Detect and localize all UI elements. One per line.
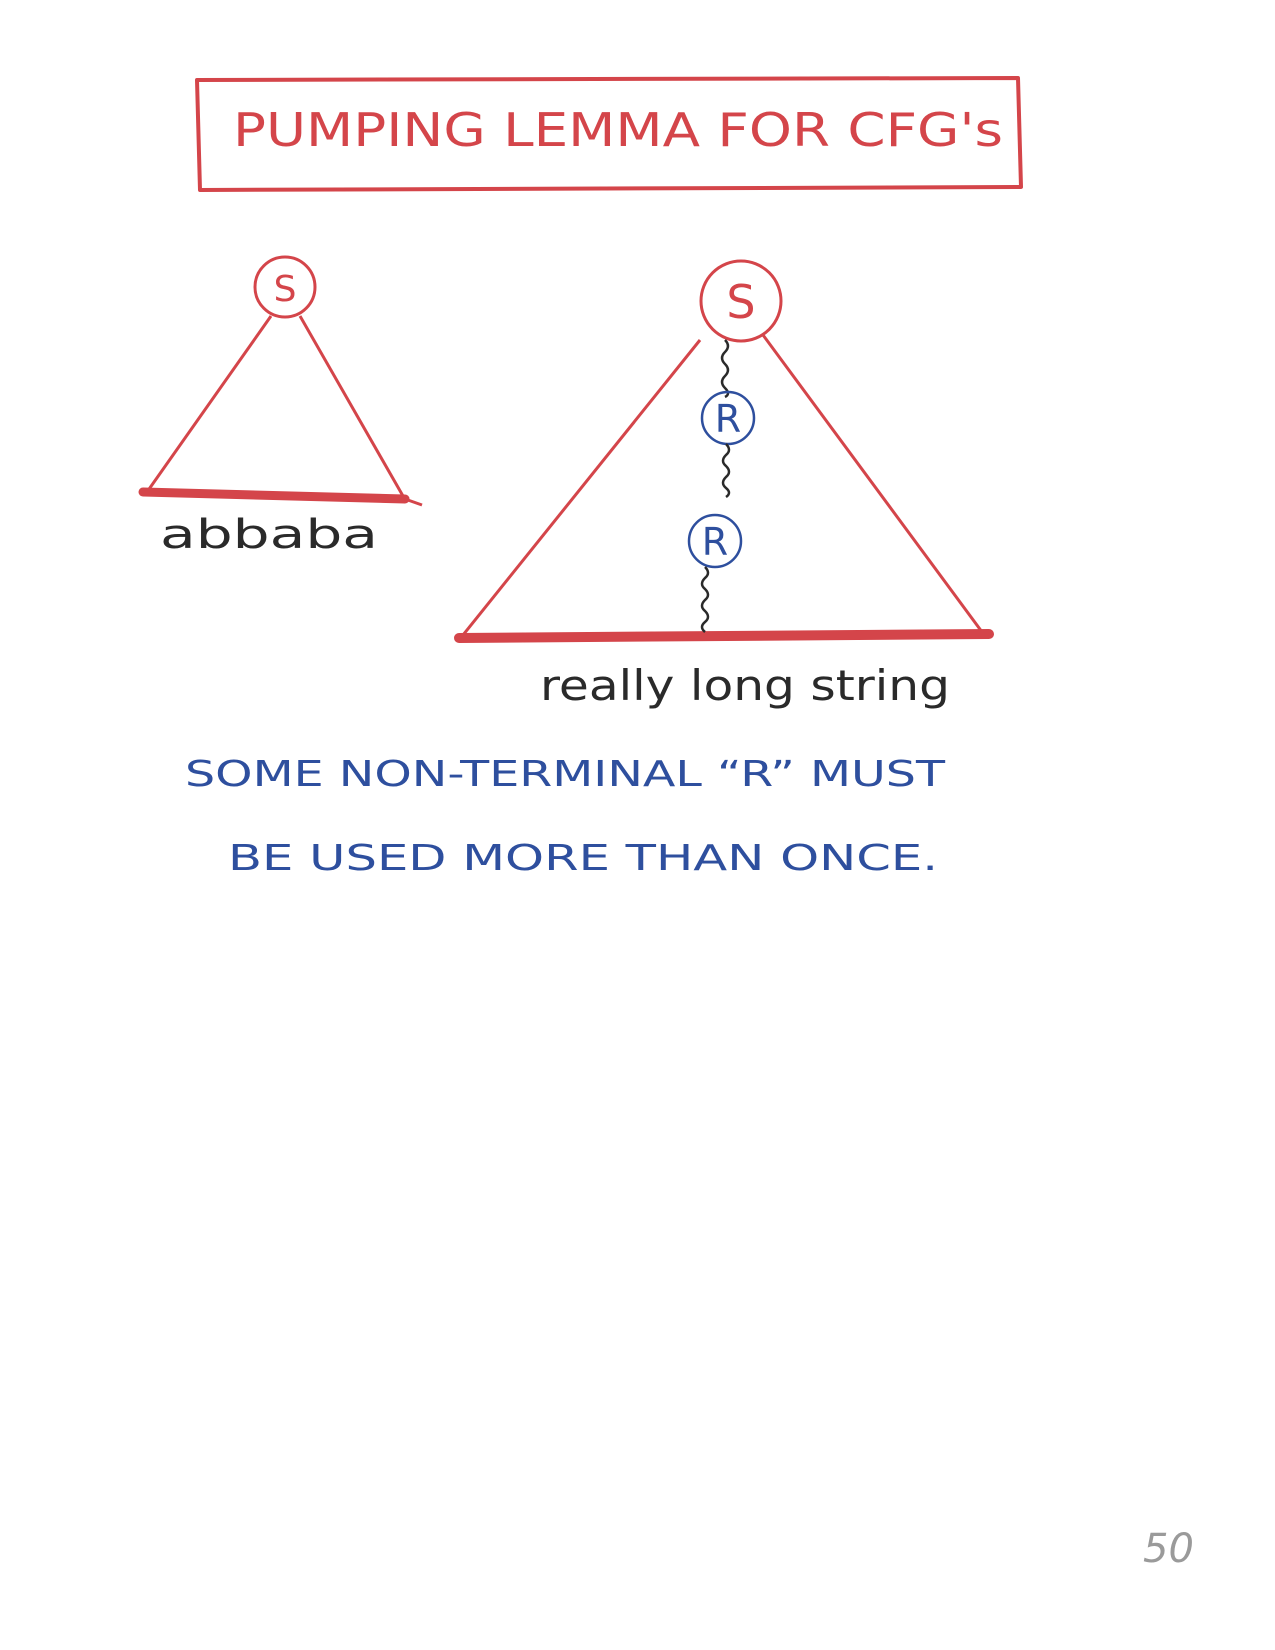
page-number: 50 <box>1143 1526 1194 1572</box>
small-tree-yield-tail <box>404 497 423 507</box>
small-tree-root-label: S <box>274 269 297 310</box>
large-parse-tree: S R R really long string <box>454 259 994 710</box>
derivation-path-bottom <box>700 566 710 633</box>
repeated-node-lower-label: R <box>702 520 728 564</box>
small-tree-yield-line <box>138 487 410 504</box>
small-tree-root-node <box>253 255 317 319</box>
large-tree-root-node <box>699 259 783 343</box>
title-box: PUMPING LEMMA FOR CFG's <box>195 76 1023 192</box>
repeated-node-lower <box>687 513 743 569</box>
small-parse-tree: S abbaba <box>138 255 423 558</box>
small-tree-left-edge <box>145 315 273 493</box>
repeated-node-upper <box>700 390 756 446</box>
small-tree-right-edge <box>298 315 405 497</box>
small-tree-yield-label: abbaba <box>160 512 378 558</box>
derivation-path-top <box>720 339 730 399</box>
large-tree-yield-label: really long string <box>540 661 950 710</box>
repeated-node-upper-label: R <box>715 397 741 441</box>
large-tree-root-label: S <box>726 275 755 329</box>
large-tree-right-edge <box>761 334 987 637</box>
title-frame <box>195 76 1023 192</box>
note: SOME NON-TERMINAL “R” MUST BE USED MORE … <box>185 754 946 879</box>
note-line-1: SOME NON-TERMINAL “R” MUST <box>185 754 946 795</box>
note-line-2: BE USED MORE THAN ONCE. <box>228 838 938 879</box>
large-tree-yield-line <box>454 629 994 643</box>
large-tree-left-edge <box>457 339 702 641</box>
page-title: PUMPING LEMMA FOR CFG's <box>233 103 1003 157</box>
derivation-path-middle <box>721 443 731 499</box>
